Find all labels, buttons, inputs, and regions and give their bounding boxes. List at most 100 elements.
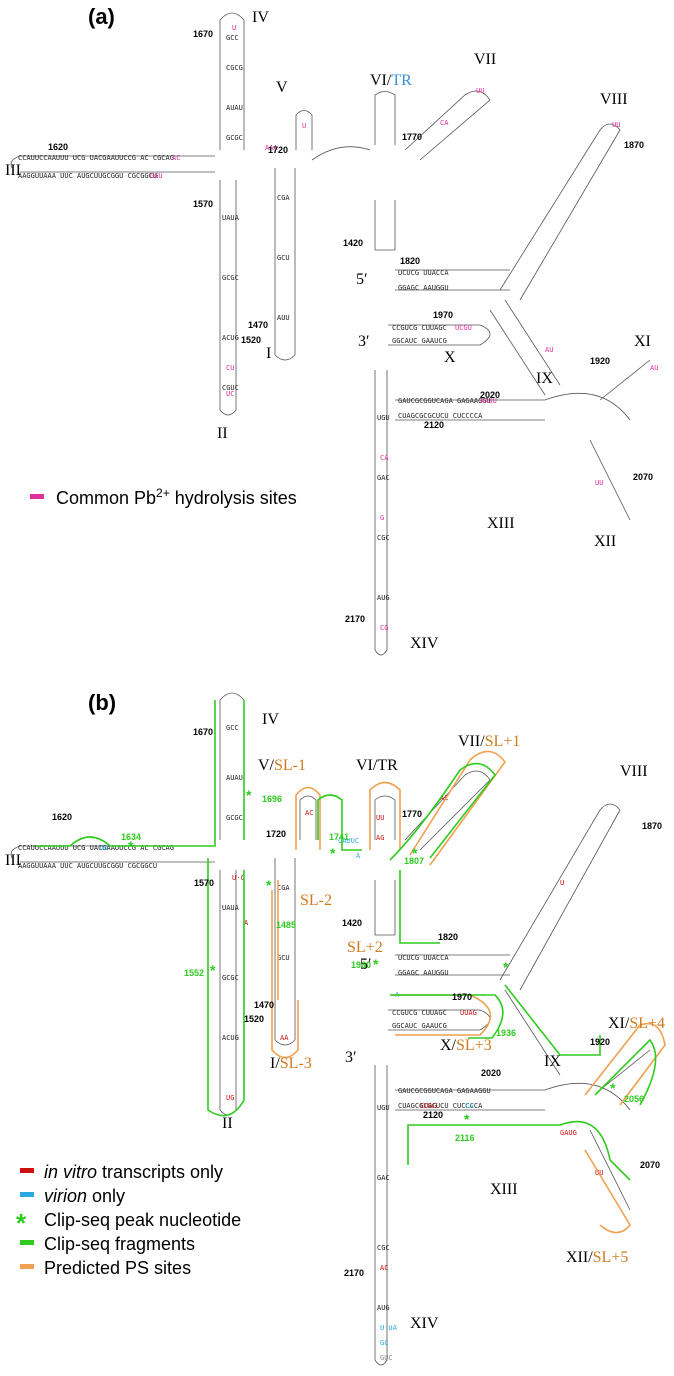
domain-label-a-VIII: VIII [600, 91, 628, 108]
panel-a-nucleotides: CCAUUCCAAUUU UCG UACGAAUUCCG AC CGCAG AA… [18, 34, 491, 602]
svg-text:GGU: GGU [150, 172, 163, 180]
domain-label-b-XIV: XIV [410, 1315, 439, 1332]
svg-text:GGAGC AAUGGU: GGAGC AAUGGU [398, 969, 449, 977]
ps-outline-sl+1 [409, 750, 506, 866]
domain-label-b-VI: VI/TR [356, 757, 398, 774]
svg-text:*: * [246, 787, 252, 803]
panel-b-domain-labels: IV V/SL-1 VI/TR VII/SL+1 VIII III SL-2 I… [5, 711, 665, 1332]
domain-label-a-VII: VII [474, 51, 496, 68]
svg-text:1470: 1470 [248, 320, 268, 330]
svg-text:AUU: AUU [277, 314, 290, 322]
svg-text:ACUG: ACUG [222, 1034, 239, 1042]
svg-text:1820: 1820 [438, 932, 458, 942]
domain-label-b-SL-2: SL-2 [300, 892, 332, 909]
svg-text:1770: 1770 [402, 809, 422, 819]
svg-text:UAUA: UAUA [222, 214, 240, 222]
svg-text:GCGC: GCGC [222, 974, 239, 982]
svg-text:GCC: GCC [226, 724, 239, 732]
svg-text:1936: 1936 [496, 1028, 516, 1038]
domain-label-a-XIII: XIII [487, 515, 515, 532]
svg-text:AG: AG [376, 834, 384, 842]
domain-label-b-XI: XI/SL+4 [608, 1015, 665, 1032]
ps-outline-sl0 [369, 781, 401, 850]
svg-text:CA: CA [465, 1102, 474, 1110]
svg-text:*: * [412, 845, 418, 861]
svg-text:2170: 2170 [345, 614, 365, 624]
end-5-a: 5′ [356, 271, 368, 288]
svg-text:GGAGC AAUGGU: GGAGC AAUGGU [398, 284, 449, 292]
svg-text:1570: 1570 [194, 878, 214, 888]
svg-text:1820: 1820 [400, 256, 420, 266]
legend-label-invitro: in vitro transcripts only [44, 1162, 223, 1182]
svg-text:AAGGUUAAA UUC AUGCUUGCGGU CGCG: AAGGUUAAA UUC AUGCUUGCGGU CGCGGCU [18, 172, 157, 180]
ps-outline-sl-3 [271, 890, 299, 1059]
svg-text:GAUG: GAUG [560, 1129, 577, 1137]
ps-outline-sl+5 [584, 1149, 631, 1234]
svg-text:CU: CU [226, 364, 234, 372]
svg-text:2116: 2116 [455, 1133, 475, 1143]
panel-a-backbone [10, 12, 651, 656]
svg-text:GAUCGCGGUCAGA GAGAAGGU: GAUCGCGGUCAGA GAGAAGGU [398, 1087, 491, 1095]
svg-text:UUAG: UUAG [460, 1009, 477, 1017]
svg-text:CGA: CGA [277, 884, 290, 892]
svg-text:CGUC: CGUC [222, 384, 239, 392]
domain-label-a-III: III [5, 162, 21, 179]
svg-text:UC: UC [226, 390, 234, 398]
svg-text:A: A [244, 919, 249, 927]
domain-label-a-I: I [266, 345, 271, 362]
svg-text:*: * [610, 1080, 616, 1096]
svg-text:*: * [503, 959, 509, 975]
svg-text:1960: 1960 [351, 960, 371, 970]
domain-label-b-X: X/SL+3 [440, 1037, 492, 1054]
svg-text:AUG: AUG [377, 1304, 390, 1312]
svg-text:*: * [330, 845, 336, 861]
svg-text:AC: AC [305, 809, 313, 817]
domain-label-a-II: II [217, 425, 228, 442]
panel-b: (b) CCAUUCCAAUUU UCG UACGAAUUCCG AC CGC [5, 690, 666, 1366]
svg-text:AUAU: AUAU [226, 774, 243, 782]
svg-text:CG: CG [380, 624, 388, 632]
svg-text:1807: 1807 [404, 856, 424, 866]
panel-b-clip-peaks: * * * * * * * * * * [128, 787, 616, 1127]
svg-text:1520: 1520 [241, 335, 261, 345]
svg-text:1670: 1670 [193, 727, 213, 737]
svg-text:ACUG: ACUG [222, 334, 239, 342]
svg-text:UCUCG UUACCA: UCUCG UUACCA [398, 269, 449, 277]
panel-b-legend: in vitro transcripts only virion only * … [16, 1162, 241, 1278]
legend-label-ps: Predicted PS sites [44, 1258, 191, 1278]
svg-text:1485: 1485 [276, 920, 296, 930]
svg-text:GCU: GCU [277, 954, 290, 962]
svg-text:1920: 1920 [590, 356, 610, 366]
ps-outline-sl-1 [295, 786, 321, 850]
panel-a-domain-labels: III IV V VI/TR VII VIII I II IX X XI XII… [5, 9, 651, 652]
svg-text:CCAUUCCAAUUU UCG UACGAAUUCCG A: CCAUUCCAAUUU UCG UACGAAUUCCG AC CGCAG [18, 844, 174, 852]
svg-text:U UA: U UA [380, 1324, 398, 1332]
panel-b-nucleotides: CCAUUCCAAUUU UCG UACGAAUUCCG AC CGCAG A A… [18, 724, 491, 1312]
domain-label-b-V: V/SL-1 [258, 757, 306, 774]
svg-text:GCGC: GCGC [222, 274, 239, 282]
svg-text:GGCAUC GAAUCG: GGCAUC GAAUCG [392, 1022, 447, 1030]
panel-b-positions: 1670 1620 1720 1770 1870 1570 1420 1820 … [52, 727, 662, 1278]
svg-text:CA: CA [440, 119, 449, 127]
svg-text:AC: AC [440, 794, 448, 802]
svg-text:UU: UU [476, 87, 484, 95]
domain-label-a-IV: IV [252, 9, 269, 26]
svg-text:2070: 2070 [633, 472, 653, 482]
svg-text:2020: 2020 [481, 1068, 501, 1078]
panel-a-label: (a) [88, 4, 115, 29]
legend-label-clip-peak: Clip-seq peak nucleotide [44, 1210, 241, 1230]
svg-text:CAUUC: CAUUC [338, 837, 359, 845]
legend-swatch-ps [20, 1264, 34, 1269]
svg-text:CCGUCG CUUAGC: CCGUCG CUUAGC [392, 1009, 447, 1017]
svg-text:GAC: GAC [377, 474, 390, 482]
svg-text:UG: UG [226, 1094, 234, 1102]
svg-text:1970: 1970 [452, 992, 472, 1002]
svg-text:1770: 1770 [402, 132, 422, 142]
svg-text:GCGC: GCGC [226, 814, 243, 822]
panel-b-highlighted-nucleotides: GA U·C A UG AA AC UU AG CAUUC A AC U A U… [100, 794, 603, 1362]
legend-label-clip-fragments: Clip-seq fragments [44, 1234, 195, 1254]
svg-text:1620: 1620 [48, 142, 68, 152]
svg-text:UGU: UGU [377, 1104, 390, 1112]
panel-a-legend: Common Pb2+ hydrolysis sites [30, 486, 297, 508]
svg-text:U: U [232, 24, 236, 32]
